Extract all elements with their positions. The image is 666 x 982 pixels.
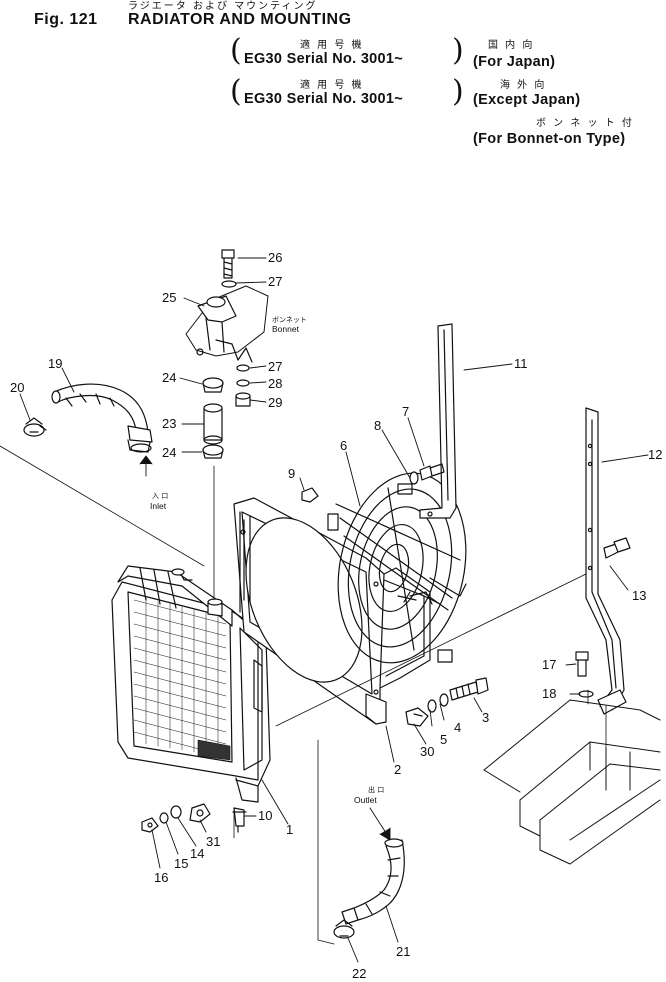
part-number-18: 18 [542, 686, 556, 701]
clamp-20 [23, 417, 47, 437]
bushing-31 [189, 803, 211, 823]
part-number-31: 31 [206, 834, 220, 849]
washer-18 [578, 690, 594, 698]
left-paren-2: ( [230, 74, 242, 109]
surge-tank-bracket [185, 285, 269, 363]
part-number-11: 11 [514, 356, 528, 371]
part-number-20: 20 [10, 380, 24, 395]
figure-number: Fig. 121 [34, 11, 98, 28]
bracket-30 [405, 707, 429, 727]
outlet-label: Outlet [354, 795, 377, 805]
washer-27-lower [236, 364, 250, 372]
figure-title: RADIATOR AND MOUNTING [128, 11, 352, 28]
clamp-24-upper [202, 377, 224, 393]
bolt-17 [575, 651, 589, 677]
bolt-7 [419, 463, 445, 481]
part-number-29: 29 [268, 395, 282, 410]
clamp-22 [333, 919, 355, 939]
part-number-1: 1 [286, 822, 293, 837]
machine-frame [483, 699, 661, 865]
part-number-16: 16 [154, 870, 168, 885]
washer-27-upper [221, 280, 237, 288]
part-number-22: 22 [352, 966, 366, 981]
washer-5 [427, 699, 437, 713]
row1-destination: (For Japan) [473, 54, 556, 70]
part-number-2: 2 [394, 762, 401, 777]
part-number-24-lower: 24 [162, 445, 176, 460]
right-paren-1: ) [452, 33, 464, 68]
left-paren-1: ( [230, 33, 242, 68]
part-number-5: 5 [440, 732, 447, 747]
stay-11 [419, 323, 457, 519]
washer-15 [159, 812, 169, 824]
washer-14 [170, 805, 182, 819]
inlet-label: Inlet [150, 501, 167, 511]
nut-29 [235, 392, 251, 407]
row1-dest-jp: 国 内 向 [488, 40, 535, 51]
part-number-4: 4 [454, 720, 461, 735]
bolt-3 [449, 677, 489, 701]
washer-8 [409, 471, 419, 485]
washer-28 [236, 379, 250, 387]
part-number-7: 7 [402, 404, 409, 419]
inlet-hose-19 [51, 383, 153, 453]
row3-destination: (For Bonnet-on Type) [473, 131, 626, 147]
stay-12 [585, 407, 627, 715]
part-number-21: 21 [396, 944, 410, 959]
part-number-27-lower: 27 [268, 359, 282, 374]
reference-lines [0, 445, 607, 945]
part-number-19: 19 [48, 356, 62, 371]
part-number-9: 9 [288, 466, 295, 481]
clamp-24-lower [202, 444, 224, 459]
washer-4 [439, 693, 449, 707]
part-number-14: 14 [190, 846, 204, 861]
row2-serial: EG30 Serial No. 3001~ [244, 91, 404, 107]
part-number-28: 28 [268, 376, 282, 391]
part-number-26: 26 [268, 250, 282, 265]
leader-lines [19, 257, 649, 963]
part-number-15: 15 [174, 856, 188, 871]
hose-23 [203, 403, 223, 445]
outlet-hose-21 [341, 838, 405, 925]
part-number-27-upper: 27 [268, 274, 282, 289]
inlet-label-jp: 入 口 [152, 492, 168, 500]
radiator-core [111, 565, 271, 833]
row1-jp-label: 適 用 号 機 [300, 40, 364, 51]
part-number-3: 3 [482, 710, 489, 725]
bonnet-label-jp: ボンネット [272, 316, 307, 324]
part-number-13: 13 [632, 588, 646, 603]
fan-shroud [233, 497, 431, 725]
part-number-25: 25 [162, 290, 176, 305]
part-number-24-upper: 24 [162, 370, 176, 385]
row2-destination: (Except Japan) [473, 92, 581, 108]
row3-dest-jp: ボ ン ネ ッ ト 付 [536, 118, 634, 129]
right-paren-2: ) [452, 74, 464, 109]
row2-dest-jp: 海 外 向 [500, 80, 547, 91]
bonnet-label: Bonnet [272, 324, 300, 334]
nut-16 [141, 817, 159, 833]
part-number-8: 8 [374, 418, 381, 433]
part-number-10: 10 [258, 808, 272, 823]
row2-jp-label: 適 用 号 機 [300, 80, 364, 91]
part-number-30: 30 [420, 744, 434, 759]
title-japanese: ラジエータ および マウンティング [128, 1, 318, 12]
part-number-6: 6 [340, 438, 347, 453]
bolt-26 [221, 249, 235, 279]
nut-9 [301, 487, 319, 503]
part-number-17: 17 [542, 657, 556, 672]
bolt-13 [603, 537, 631, 559]
outlet-label-jp: 出 口 [368, 785, 384, 794]
part-number-12: 12 [648, 447, 662, 462]
part-number-23: 23 [162, 416, 176, 431]
row1-serial: EG30 Serial No. 3001~ [244, 51, 404, 67]
